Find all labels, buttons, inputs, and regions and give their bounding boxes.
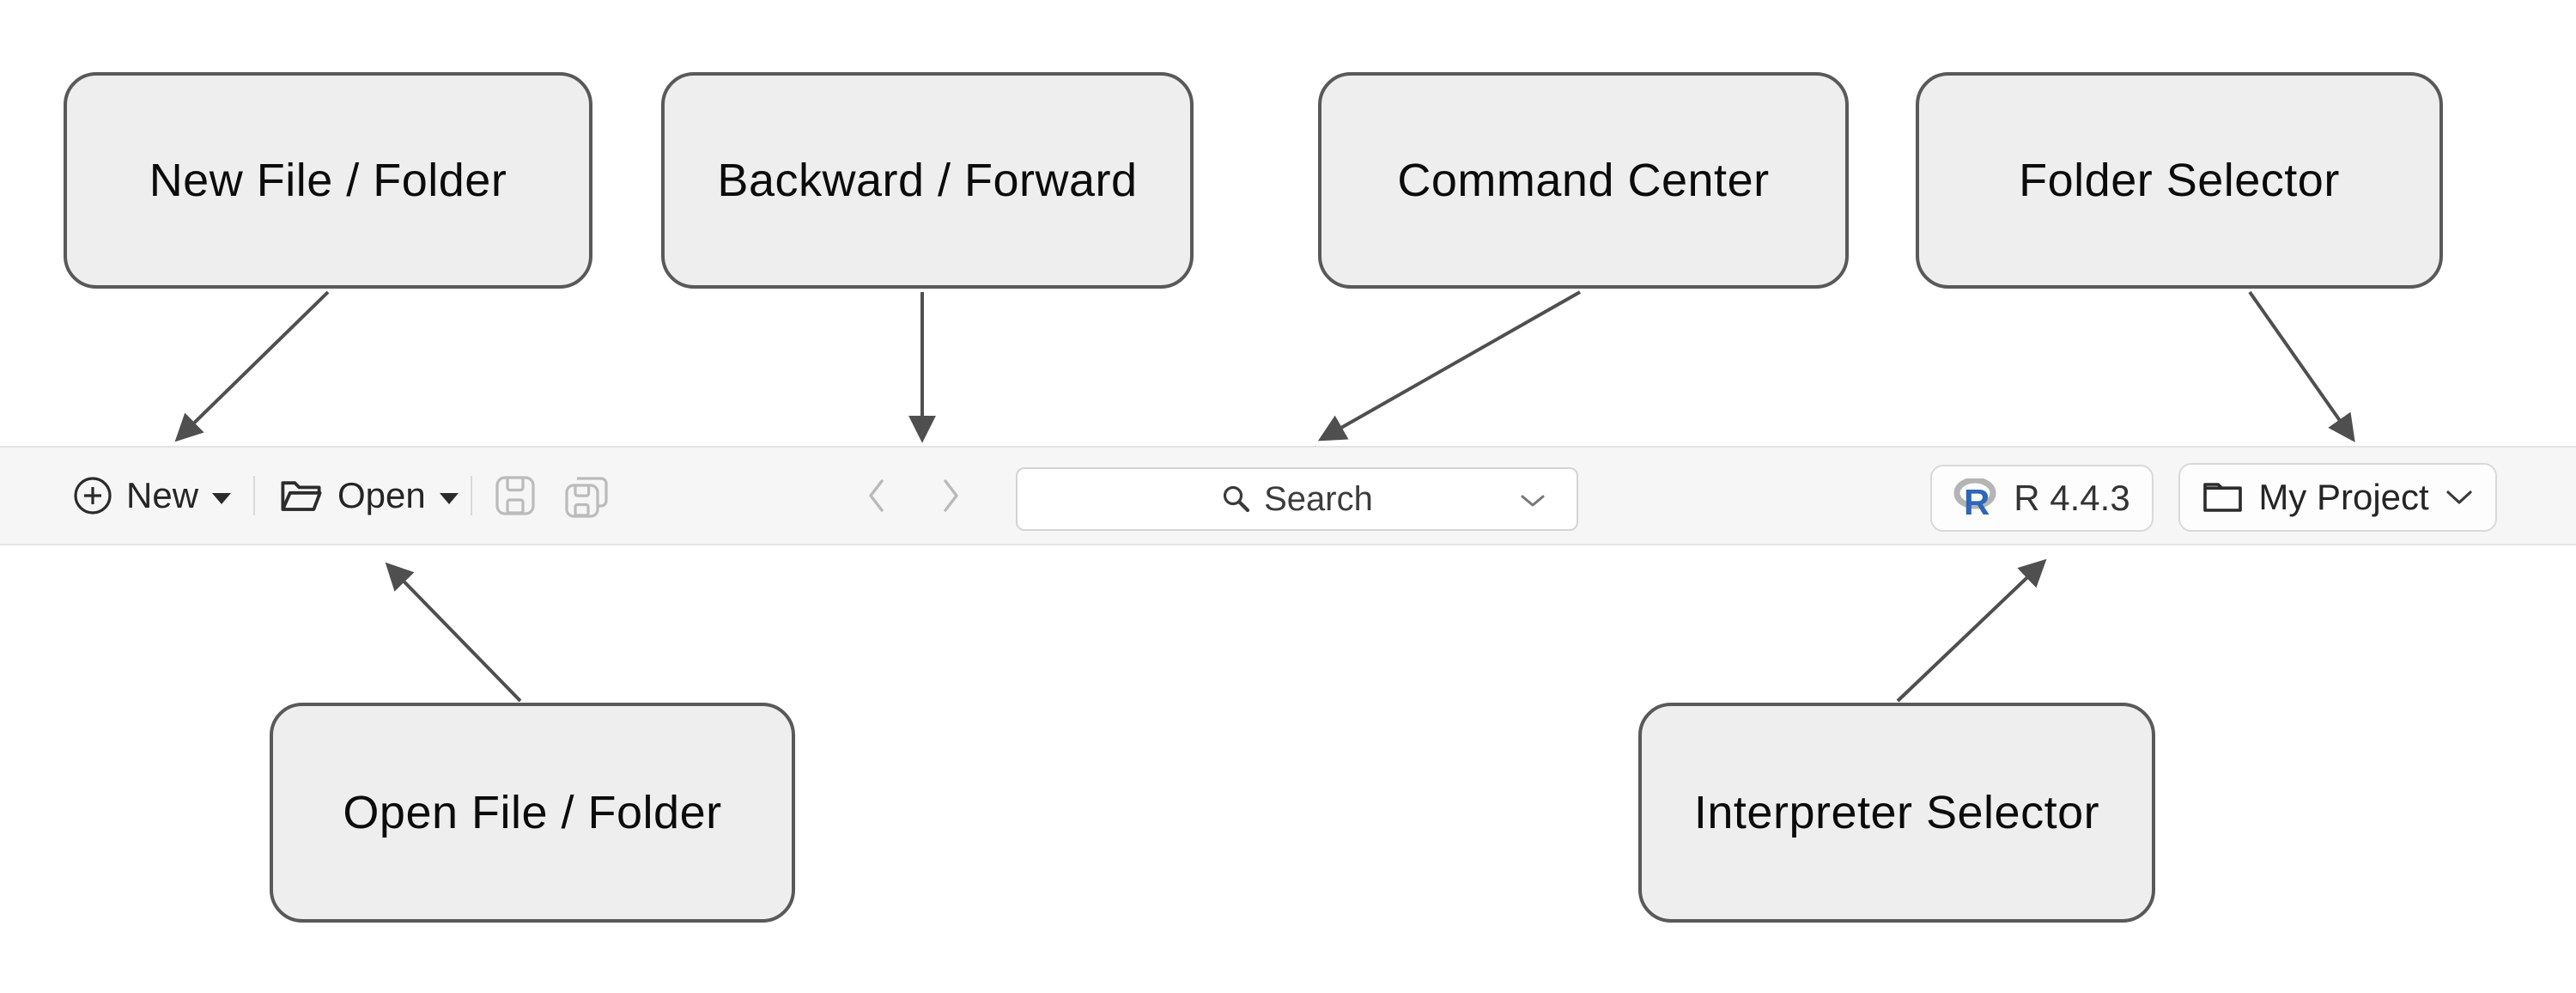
save-icon — [495, 476, 535, 515]
arrow-command-center — [1317, 290, 1581, 442]
callout-folder-selector: Folder Selector — [1916, 72, 2443, 289]
toolbar: New Open — [0, 446, 2576, 545]
circle-plus-icon — [74, 477, 112, 515]
callout-label: Open File / Folder — [343, 787, 722, 838]
open-button[interactable]: Open — [279, 448, 459, 544]
chevron-left-icon — [869, 479, 884, 512]
arrow-open-file-folder — [385, 562, 522, 703]
callout-command-center: Command Center — [1318, 72, 1849, 289]
callout-label: Backward / Forward — [717, 155, 1138, 206]
interpreter-label: R 4.4.3 — [2014, 478, 2130, 518]
search-input[interactable]: Search — [1016, 467, 1578, 531]
search-icon — [1224, 485, 1250, 513]
project-label: My Project — [2258, 477, 2429, 517]
caret-down-icon — [212, 492, 232, 504]
arrow-new-file-folder — [174, 290, 330, 442]
new-button[interactable]: New — [73, 448, 232, 544]
callout-open-file-folder: Open File / Folder — [270, 703, 795, 923]
back-button[interactable] — [866, 448, 888, 544]
interpreter-selector-button[interactable]: R R 4.4.3 — [1930, 465, 2154, 532]
folder-selector-button[interactable]: My Project — [2178, 463, 2497, 532]
folder-icon — [2203, 483, 2243, 512]
toolbar-divider — [253, 476, 255, 515]
callout-backward-forward: Backward / Forward — [661, 72, 1194, 289]
search-label: Search — [1264, 479, 1373, 518]
callout-label: Command Center — [1397, 155, 1770, 206]
callout-new-file-folder: New File / Folder — [64, 72, 592, 289]
save-all-button[interactable] — [563, 448, 611, 544]
r-logo-icon: R — [1953, 478, 1996, 518]
arrow-folder-selector — [2248, 290, 2355, 442]
callout-label: New File / Folder — [149, 155, 507, 206]
folder-open-icon — [281, 481, 322, 511]
chevron-down-icon — [2446, 490, 2472, 504]
arrow-interpreter-selector — [1896, 558, 2047, 703]
caret-down-icon — [439, 492, 459, 504]
save-button[interactable] — [495, 448, 536, 544]
callout-label: Folder Selector — [2019, 155, 2340, 206]
svg-text:R: R — [1964, 482, 1990, 518]
toolbar-divider — [471, 476, 472, 515]
chevron-down-icon — [1521, 495, 1545, 507]
forward-button[interactable] — [939, 448, 962, 544]
save-all-icon — [565, 477, 608, 518]
callout-label: Interpreter Selector — [1693, 787, 2100, 838]
callout-interpreter-selector: Interpreter Selector — [1638, 703, 2155, 923]
new-button-label: New — [126, 475, 199, 515]
open-button-label: Open — [337, 475, 426, 515]
chevron-right-icon — [944, 479, 958, 512]
